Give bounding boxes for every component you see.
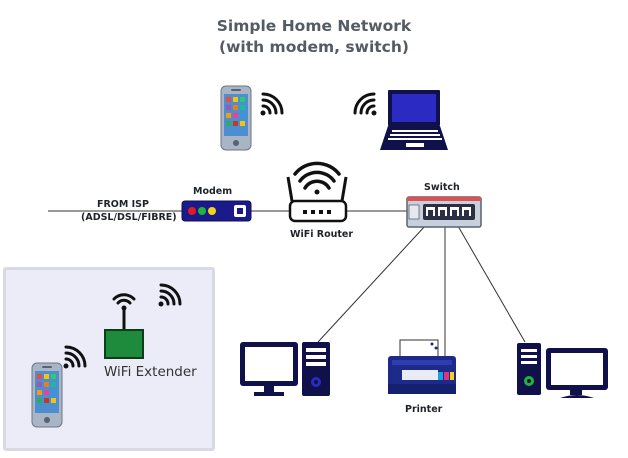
desktop-monitor-icon — [546, 348, 608, 398]
printer-label: Printer — [405, 404, 443, 415]
from-isp-label: FROM ISP — [97, 199, 149, 210]
switch-pc-right-cable — [457, 225, 526, 343]
router-icon — [286, 161, 348, 223]
extender-label: WiFi Extender — [104, 364, 197, 380]
tower-pc-icon — [517, 343, 541, 395]
diagram-title-line2: (with modem, switch) — [219, 38, 409, 56]
wifi-signal-icon — [353, 92, 377, 116]
tower-pc-icon — [302, 342, 330, 396]
switch-label: Switch — [424, 182, 460, 193]
extender-icon — [104, 310, 144, 359]
from-isp-sublabel: (ADSL/DSL/FIBRE) — [81, 212, 177, 223]
switch-icon — [406, 196, 482, 228]
wifi-signal-icon — [158, 283, 182, 307]
wifi-signal-icon — [63, 345, 87, 369]
switch-pc-left-cable — [317, 225, 426, 343]
printer-icon — [388, 339, 456, 394]
router-label: WiFi Router — [290, 229, 354, 240]
diagram-title-line1: Simple Home Network — [216, 17, 412, 35]
desktop-monitor-icon — [240, 342, 298, 396]
modem-label: Modem — [193, 186, 233, 197]
modem-icon — [181, 200, 252, 222]
wifi-signal-icon — [260, 92, 284, 116]
smartphone-icon — [31, 362, 63, 428]
cables — [48, 210, 526, 358]
smartphone-icon — [220, 85, 252, 151]
wifi-signal-icon — [112, 293, 136, 311]
laptop-icon — [380, 90, 448, 150]
